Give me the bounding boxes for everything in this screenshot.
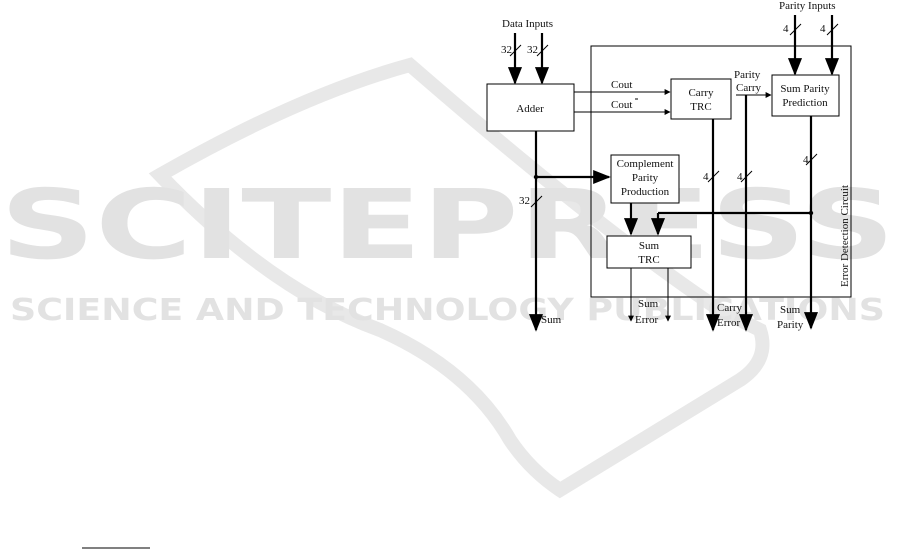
data-inputs-label: Data Inputs (502, 18, 553, 30)
parity-inputs-label: Parity Inputs (779, 0, 836, 12)
carry-trc-label-2: TRC (690, 101, 711, 113)
sum-parity-prediction-block (772, 75, 839, 116)
watermark-title: SCITEPRESS (0, 169, 895, 281)
complement-parity-production-label-1: Complement (617, 158, 674, 170)
bus-width-32a: 32 (501, 44, 512, 56)
carry-trc-label-1: Carry (688, 87, 714, 99)
carry-error-label-1: Carry (717, 302, 743, 314)
bus-width-4-c2: 4 (737, 171, 743, 183)
complement-parity-production-label-2: Parity (632, 172, 659, 184)
bus-width-32-sum: 32 (519, 195, 530, 207)
bus-width-4b: 4 (820, 23, 826, 35)
sum-error-label-1: Sum (638, 298, 659, 310)
bus-width-4a: 4 (783, 23, 789, 35)
bus-width-4-sp: 4 (803, 154, 809, 166)
sum-parity-label-2: Parity (777, 319, 804, 331)
sum-trc-label-1: Sum (639, 240, 660, 252)
sum-trc-label-2: TRC (638, 254, 659, 266)
sum-parity-prediction-label-2: Prediction (782, 97, 828, 109)
carry-trc-block (671, 79, 731, 119)
bus-width-32b: 32 (527, 44, 538, 56)
sum-error-label-2: Error (635, 314, 659, 326)
parity-carry-label-2: Carry (736, 82, 762, 94)
complement-parity-production-label-3: Production (621, 186, 670, 198)
adder-label: Adder (516, 103, 544, 115)
cout-label: Cout (611, 79, 632, 91)
watermark: SCITEPRESS SCIENCE AND TECHNOLOGY PUBLIC… (0, 65, 895, 490)
sum-parity-label-1: Sum (780, 304, 801, 316)
bus-width-4-c1: 4 (703, 171, 709, 183)
error-detection-circuit-label: Error Detection Circuit (839, 185, 851, 287)
parity-carry-label-1: Parity (734, 69, 761, 81)
carry-error-label-2: Error (717, 317, 741, 329)
sum-output-label: Sum (541, 314, 562, 326)
cout-bar-label: Cout (611, 99, 632, 111)
sum-parity-prediction-label-1: Sum Parity (780, 83, 830, 95)
watermark-subtitle: SCIENCE AND TECHNOLOGY PUBLICATIONS (10, 293, 885, 328)
